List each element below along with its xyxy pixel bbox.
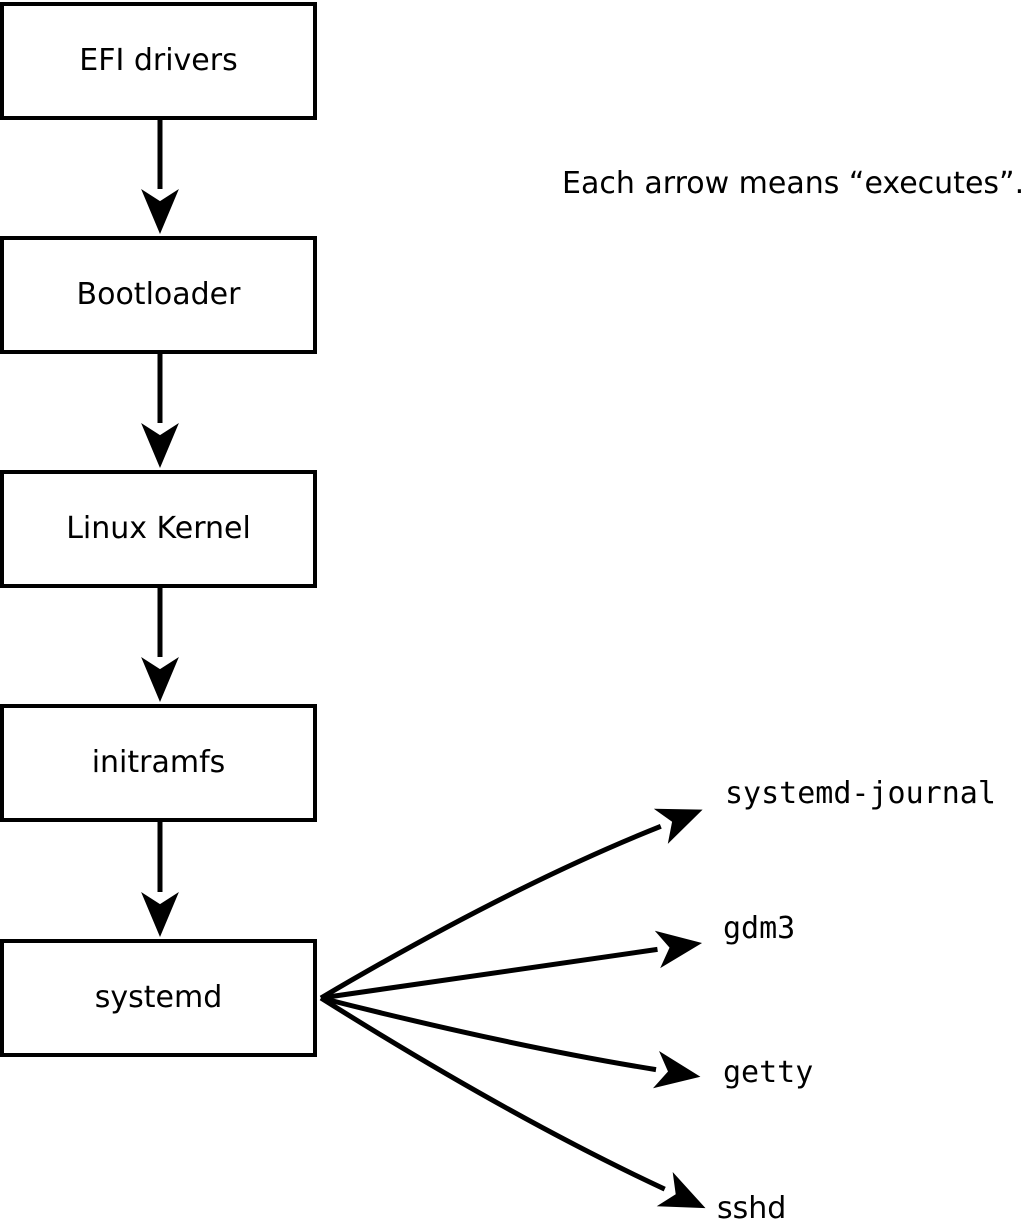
arrow-systemd-to-journal: [319, 808, 703, 1001]
box-linux-kernel-label: Linux Kernel: [66, 511, 251, 546]
box-linux-kernel: Linux Kernel: [0, 470, 317, 588]
box-efi-drivers: EFI drivers: [0, 2, 317, 120]
arrow-meaning-note: Each arrow means “executes”.: [562, 166, 1023, 201]
box-efi-drivers-label: EFI drivers: [79, 43, 238, 78]
label-sshd: sshd: [717, 1191, 787, 1226]
arrow-systemd-to-gdm3: [320, 930, 703, 1001]
arrow-systemd-to-sshd: [319, 995, 706, 1209]
label-gdm3: gdm3: [723, 911, 796, 946]
box-bootloader: Bootloader: [0, 236, 317, 354]
label-systemd-journal: systemd-journal: [725, 776, 996, 811]
box-systemd-label: systemd: [94, 980, 223, 1015]
box-systemd: systemd: [0, 939, 317, 1057]
box-bootloader-label: Bootloader: [76, 277, 241, 312]
arrow-systemd-to-getty: [320, 995, 701, 1089]
box-initramfs: initramfs: [0, 704, 317, 822]
box-initramfs-label: initramfs: [91, 745, 226, 780]
label-getty: getty: [723, 1055, 814, 1090]
